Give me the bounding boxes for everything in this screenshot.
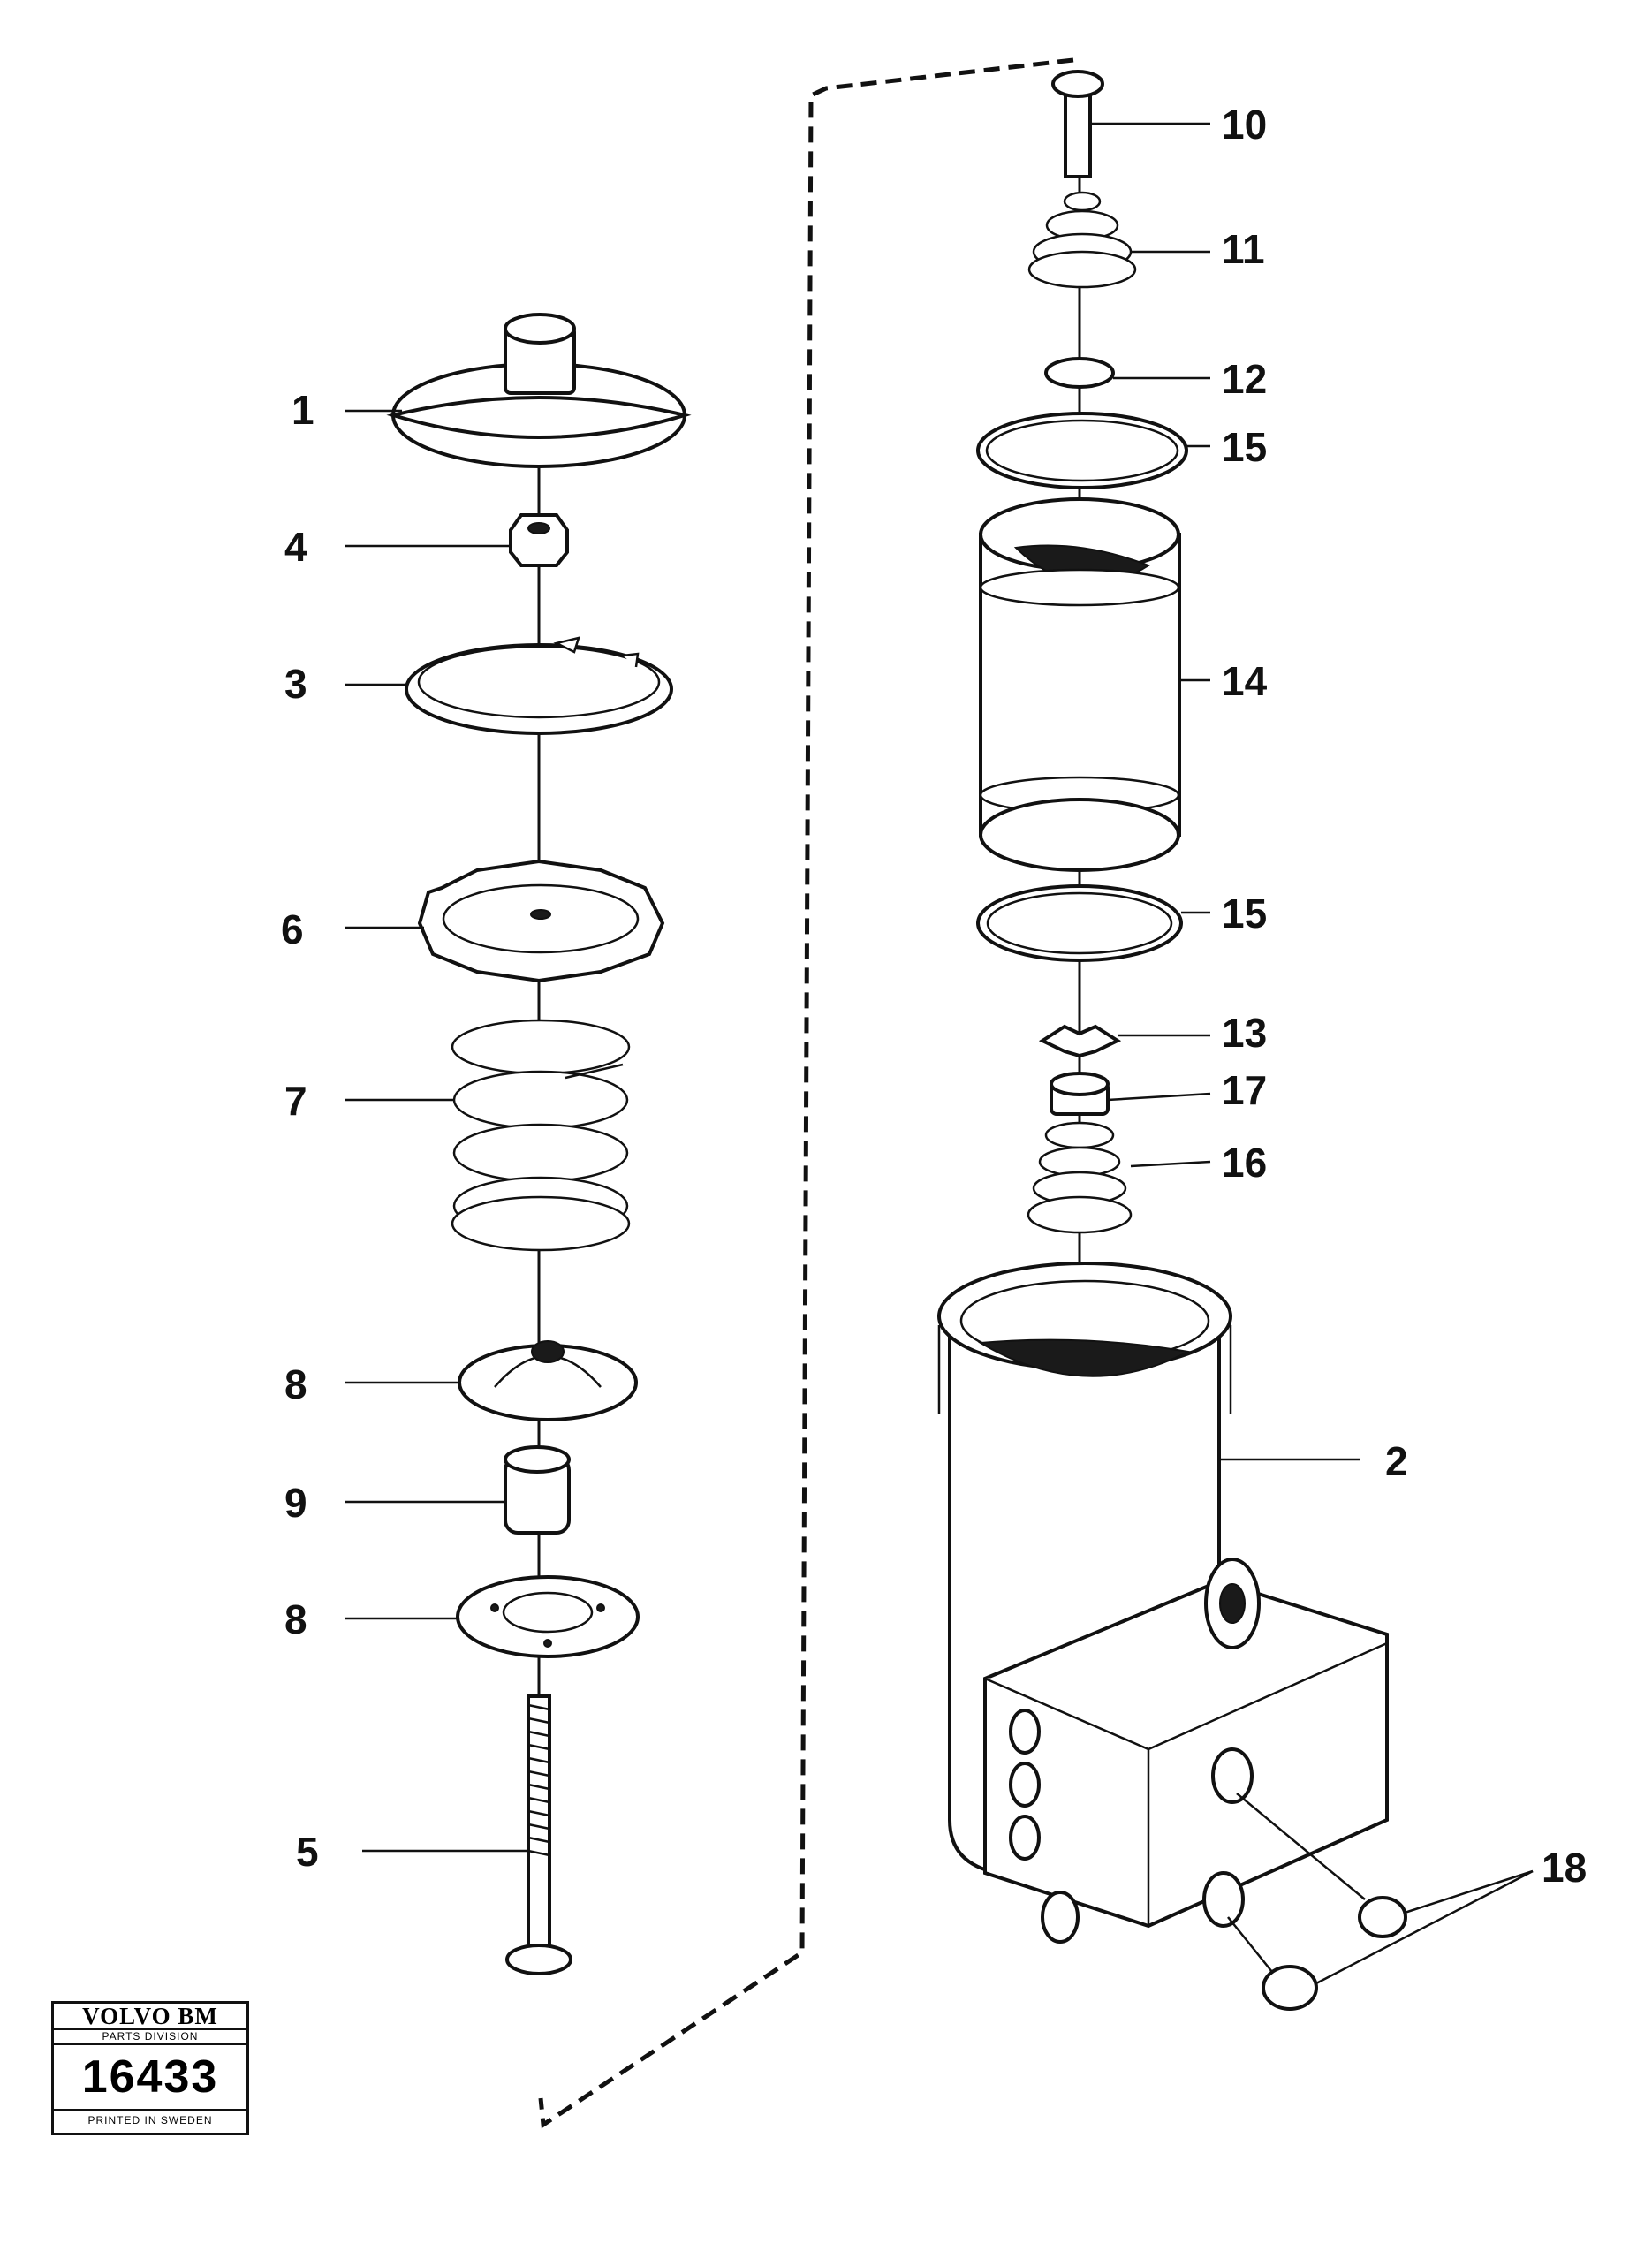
part-5-bolt bbox=[505, 1694, 572, 1975]
callout-4: 4 bbox=[284, 524, 307, 570]
callout-6: 6 bbox=[281, 906, 304, 952]
part-2-valve-housing bbox=[937, 1262, 1389, 1944]
leader-18-b bbox=[1315, 1869, 1534, 1985]
part-11-small-spring bbox=[1027, 191, 1137, 289]
stamp-brand: VOLVO BM bbox=[54, 2004, 246, 2030]
part-6-hex-plate bbox=[417, 859, 665, 983]
assembly-connector-line bbox=[538, 57, 1074, 2129]
part-8-lower-seat bbox=[456, 1575, 640, 1658]
part-14-cylinder-sleeve bbox=[979, 497, 1181, 872]
callout-2: 2 bbox=[1385, 1438, 1408, 1484]
part-17-cap bbox=[1050, 1072, 1110, 1116]
callout-12: 12 bbox=[1222, 356, 1267, 402]
leader-18-a bbox=[1404, 1869, 1534, 1914]
part-15-o-ring-upper bbox=[976, 412, 1188, 489]
callout-5: 5 bbox=[296, 1829, 319, 1875]
callout-13: 13 bbox=[1222, 1010, 1267, 1056]
callout-1: 1 bbox=[292, 387, 314, 433]
callout-8-lower: 8 bbox=[284, 1596, 307, 1642]
callout-16: 16 bbox=[1222, 1140, 1267, 1186]
part-9-bushing bbox=[504, 1445, 571, 1535]
callout-11: 11 bbox=[1222, 226, 1265, 272]
callout-7: 7 bbox=[284, 1078, 307, 1124]
part-3-snap-ring bbox=[405, 636, 673, 735]
callout-8-upper: 8 bbox=[284, 1361, 307, 1407]
right-assembly: 10 11 12 15 14 15 13 17 16 2 18 bbox=[937, 70, 1587, 2011]
part-13-star-clip bbox=[1038, 1024, 1122, 1058]
part-7-coil-spring bbox=[451, 1019, 631, 1252]
part-16-spring bbox=[1027, 1121, 1133, 1234]
callout-15-upper: 15 bbox=[1222, 424, 1267, 470]
part-10-pin bbox=[1051, 70, 1104, 178]
callout-18: 18 bbox=[1542, 1845, 1587, 1891]
part-8-upper-seat bbox=[458, 1340, 638, 1421]
stamp-illustration-number: 16433 bbox=[54, 2045, 246, 2111]
part-18-plugs bbox=[1262, 1896, 1407, 2011]
leader-18-c bbox=[1236, 1793, 1366, 1900]
part-12-washer bbox=[1044, 357, 1115, 389]
left-assembly: 1 4 3 6 7 8 9 8 5 bbox=[281, 313, 692, 1975]
callout-3: 3 bbox=[284, 661, 307, 707]
stamp-printed-in: PRINTED IN SWEDEN bbox=[87, 2114, 213, 2126]
part-1-diaphragm-cap bbox=[386, 313, 692, 468]
stamp-division: PARTS DIVISION bbox=[54, 2030, 246, 2045]
part-4-nut bbox=[509, 513, 569, 567]
callout-14: 14 bbox=[1222, 658, 1268, 704]
parts-catalog-stamp: VOLVO BM PARTS DIVISION 16433 PRINTED IN… bbox=[51, 2001, 249, 2135]
callout-10: 10 bbox=[1222, 102, 1267, 148]
callout-9: 9 bbox=[284, 1480, 307, 1526]
leader-16 bbox=[1130, 1160, 1211, 1168]
part-15-o-ring-lower bbox=[976, 884, 1183, 962]
leader-18-d bbox=[1227, 1916, 1273, 1973]
leader-17 bbox=[1107, 1092, 1211, 1102]
callout-17: 17 bbox=[1222, 1067, 1267, 1113]
callout-15-lower: 15 bbox=[1222, 891, 1267, 936]
